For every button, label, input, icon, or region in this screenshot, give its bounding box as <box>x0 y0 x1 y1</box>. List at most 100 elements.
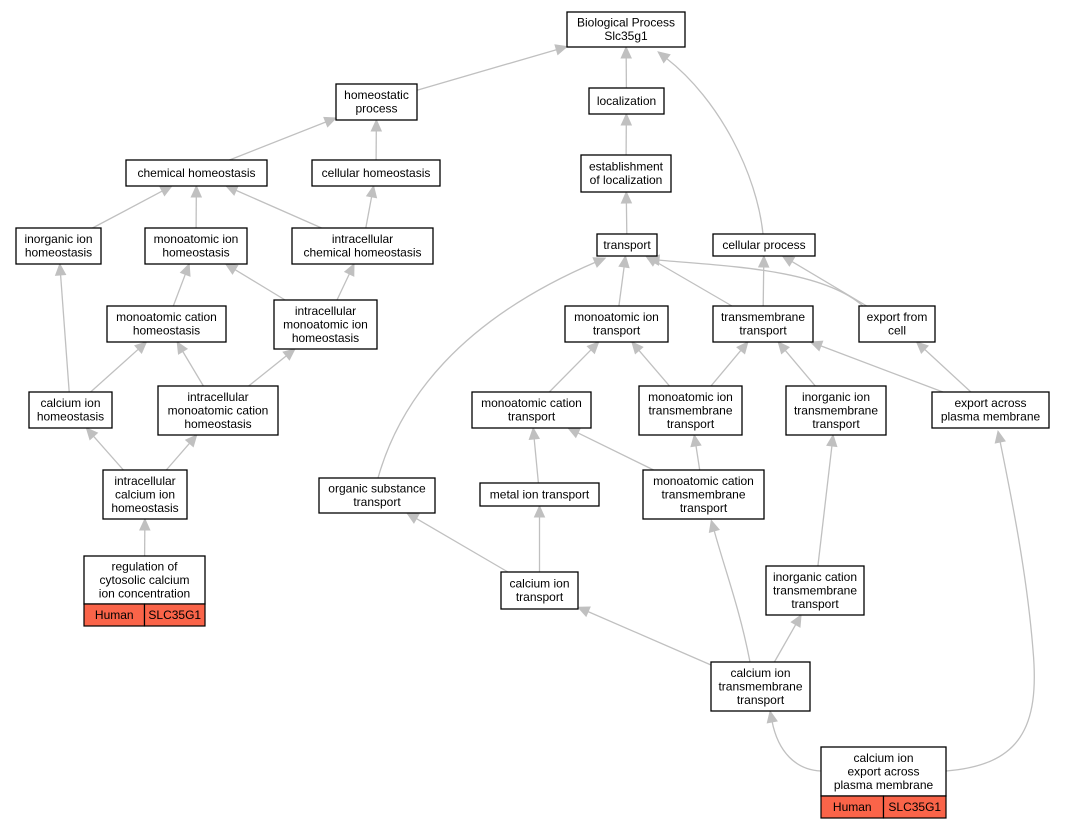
edge-intracellular-chemical-homeostasis-to-cellular-homeostasis <box>365 184 378 229</box>
edge-line <box>695 445 701 471</box>
edge-line <box>762 266 765 307</box>
arrow-head-icon <box>592 257 607 268</box>
term-box <box>318 477 436 514</box>
term-label-line: transmembrane <box>794 403 878 417</box>
edge-line <box>229 121 327 161</box>
edge-line <box>577 432 654 471</box>
term-label-line: calcium ion <box>40 396 100 410</box>
term-box <box>712 233 816 257</box>
term-label-line: transport <box>667 417 715 431</box>
term-node-chemical-homeostasis[interactable]: chemical homeostasis <box>125 159 268 187</box>
edge-line <box>182 351 204 387</box>
term-label-line: plasma membrane <box>834 778 934 792</box>
term-label-line: transport <box>791 597 839 611</box>
arrow-head-icon <box>690 433 702 448</box>
term-label-line: transport <box>737 693 785 707</box>
term-box <box>931 391 1050 429</box>
term-label-line: cellular process <box>722 238 805 252</box>
term-label-line: monoatomic cation <box>168 403 269 417</box>
term-node-localization[interactable]: localization <box>588 87 665 115</box>
edge-intracellular-monoatomic-ion-homeostasis-to-monoatomic-ion-homeostasis <box>224 263 286 301</box>
term-label-line: transmembrane <box>773 583 857 597</box>
arrow-head-icon <box>533 504 546 518</box>
edge-line <box>377 261 597 479</box>
edge-monoatomic-ion-transmembrane-transport-to-transmembrane-transport <box>710 341 749 387</box>
edge-line <box>710 349 742 387</box>
edge-line <box>90 348 139 393</box>
edge-intracellular-chemical-homeostasis-to-chemical-homeostasis <box>224 185 322 229</box>
arrow-head-icon <box>139 517 151 531</box>
edge-line <box>548 349 592 393</box>
term-label-line: transport <box>516 590 564 604</box>
arrow-head-icon <box>176 340 189 355</box>
arrow-head-icon <box>576 606 591 618</box>
term-box <box>102 469 188 520</box>
term-box <box>588 87 665 115</box>
arrow-head-icon <box>708 519 720 533</box>
edge-calcium-ion-homeostasis-to-monoatomic-cation-homeostasis <box>90 341 148 393</box>
term-label-line: cellular homeostasis <box>322 166 431 180</box>
edge-cellular-process-to-biological-process <box>657 51 764 235</box>
term-label-line: Biological Process <box>577 16 675 30</box>
term-label-line: inorganic cation <box>773 570 857 584</box>
term-box <box>15 227 102 265</box>
term-box <box>157 385 279 436</box>
term-node-metal-ion-transport[interactable]: metal ion transport <box>479 482 600 507</box>
edge-inorganic-cation-transmembrane-transport-to-inorganic-ion-transmembrane-transport <box>817 433 838 567</box>
term-box <box>596 233 658 257</box>
term-box <box>28 391 113 429</box>
term-box <box>820 746 947 797</box>
edge-export-across-plasma-membrane-to-transmembrane-transport <box>809 340 944 393</box>
edge-line <box>336 273 350 301</box>
edge-line <box>655 260 733 307</box>
term-node-cellular-homeostasis[interactable]: cellular homeostasis <box>311 159 441 187</box>
edge-line <box>773 624 797 663</box>
arrow-head-icon <box>781 255 796 267</box>
term-label-line: inorganic ion <box>802 390 870 404</box>
term-label-line: transport <box>593 324 641 338</box>
edge-line <box>235 189 322 229</box>
term-box <box>125 159 268 187</box>
term-label-line: organic substance <box>328 482 426 496</box>
term-box <box>580 154 672 193</box>
term-box <box>765 565 865 616</box>
arrow-head-icon <box>994 430 1006 444</box>
edge-calcium-ion-homeostasis-to-inorganic-ion-homeostasis <box>54 262 70 393</box>
edge-line <box>248 355 287 387</box>
term-node-transport[interactable]: transport <box>596 233 658 257</box>
term-label-line: Slc35g1 <box>604 29 648 43</box>
term-label-line: process <box>355 102 397 116</box>
term-label-line: monoatomic cation <box>653 474 754 488</box>
term-label-line: calcium ion <box>853 751 913 765</box>
arrow-head-icon <box>190 184 203 198</box>
term-label-line: homeostasis <box>111 501 178 515</box>
term-node-cellular-process[interactable]: cellular process <box>712 233 816 257</box>
arrow-head-icon <box>224 263 239 275</box>
edge-export-from-cell-to-transport <box>646 254 864 307</box>
